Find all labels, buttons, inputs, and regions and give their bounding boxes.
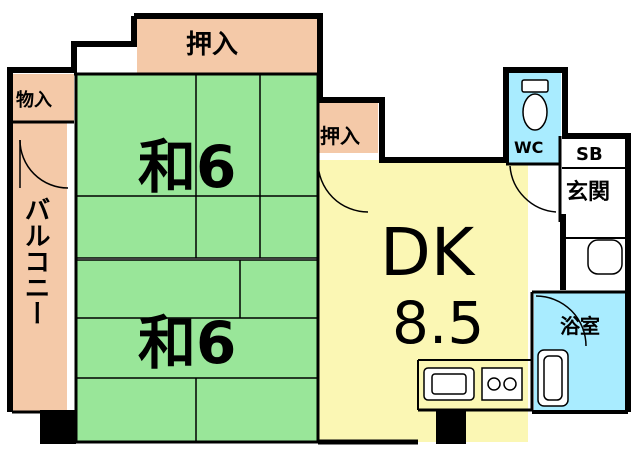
balcony-label: バルコニー bbox=[20, 196, 50, 326]
washitsu-upper-size: 6 bbox=[196, 133, 237, 201]
oshiire-mid-area bbox=[318, 103, 378, 153]
washitsu-upper-name: 和 bbox=[138, 133, 197, 201]
washitsu-lower-label: 和6 bbox=[138, 314, 236, 372]
walls bbox=[7, 13, 631, 445]
washitsu-lower-size: 6 bbox=[196, 309, 237, 377]
washitsu-upper-area bbox=[76, 74, 318, 258]
monoire-area bbox=[12, 74, 74, 122]
fixtures bbox=[423, 79, 623, 407]
balcony-area bbox=[12, 122, 67, 412]
dk-name-label: DK bbox=[380, 214, 475, 291]
wc-label: WC bbox=[514, 138, 544, 157]
washitsu-lower-name: 和 bbox=[138, 309, 197, 377]
oshiire-mid-label: 押入 bbox=[320, 124, 360, 148]
sb-area bbox=[566, 138, 626, 168]
monoire-label: 物入 bbox=[16, 90, 52, 111]
sb-label: SB bbox=[576, 144, 603, 165]
oshiire-top-area bbox=[137, 16, 317, 73]
tatami-lines bbox=[76, 74, 318, 442]
washitsu-upper-label: 和6 bbox=[138, 138, 236, 196]
oshiire-top-label: 押入 bbox=[186, 30, 239, 60]
genkan-label: 玄関 bbox=[566, 180, 611, 205]
bath-label: 浴室 bbox=[560, 314, 600, 338]
door-swings bbox=[19, 139, 587, 347]
washitsu-lower-area bbox=[76, 260, 318, 442]
dk-size-label: 8.5 bbox=[392, 289, 485, 357]
columns bbox=[40, 214, 566, 444]
